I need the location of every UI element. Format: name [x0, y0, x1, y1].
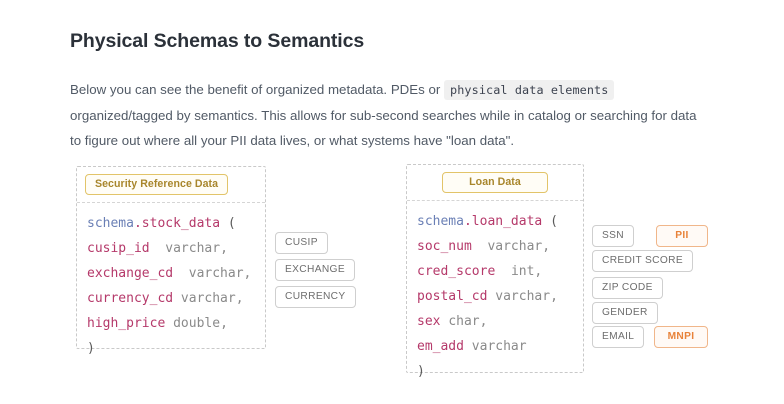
- column-gap: [495, 264, 511, 279]
- code-line-column: sex char,: [417, 309, 583, 334]
- code-line-column: cred_score int,: [417, 259, 583, 284]
- column-name: postal_cd: [417, 289, 488, 304]
- token-schema: schema: [417, 214, 464, 229]
- schema-card-security-reference-data: Security Reference Data schema.stock_dat…: [76, 166, 266, 356]
- semantic-tag-currency[interactable]: CURRENCY: [275, 286, 356, 308]
- semantic-tag-gender[interactable]: GENDER: [592, 302, 658, 324]
- column-gap: [464, 339, 472, 354]
- token-schema: schema: [87, 216, 134, 231]
- token-dot: .: [463, 214, 472, 229]
- semantic-tag-email[interactable]: EMAIL: [592, 326, 645, 348]
- intro-paragraph: Below you can see the benefit of organiz…: [70, 77, 706, 153]
- code-line-column: cusip_id varchar,: [87, 236, 265, 261]
- column-gap: [173, 291, 181, 306]
- page-title: Physical Schemas to Semantics: [70, 30, 365, 53]
- code-line-column: high_price double,: [87, 311, 265, 336]
- code-line-column: postal_cd varchar,: [417, 284, 583, 309]
- column-type: int,: [510, 264, 543, 279]
- column-gap: [150, 241, 166, 256]
- column-type: double,: [173, 316, 228, 331]
- column-type: varchar,: [495, 289, 558, 304]
- column-name: sex: [417, 314, 441, 329]
- token-open-paren: (: [542, 214, 558, 229]
- column-name: cusip_id: [87, 241, 150, 256]
- code-line-declaration: schema.stock_data (: [87, 211, 265, 236]
- column-type: varchar,: [165, 241, 228, 256]
- code-line-column: exchange_cd varchar,: [87, 261, 265, 286]
- column-name: soc_num: [417, 239, 472, 254]
- column-type: varchar,: [188, 266, 252, 281]
- column-type: varchar: [471, 339, 527, 354]
- column-type: varchar,: [487, 239, 551, 254]
- code-line-close-paren: ): [87, 341, 95, 356]
- column-name: currency_cd: [87, 291, 174, 306]
- semantic-tag-cusip[interactable]: CUSIP: [275, 232, 328, 254]
- token-dot: .: [133, 216, 142, 231]
- code-line-column: soc_num varchar,: [417, 234, 583, 259]
- column-gap: [173, 266, 189, 281]
- column-name: exchange_cd: [87, 266, 174, 281]
- schema-code-block: schema.stock_data (cusip_id varchar,exch…: [77, 203, 265, 367]
- column-name: cred_score: [417, 264, 496, 279]
- semantic-tag-ssn[interactable]: SSN: [592, 225, 634, 247]
- schema-code-block: schema.loan_data (soc_num varchar,cred_s…: [407, 201, 583, 390]
- code-line-declaration: schema.loan_data (: [417, 209, 583, 234]
- semantic-tag-mnpi[interactable]: MNPI: [654, 326, 708, 348]
- code-line-column: em_add varchar: [417, 334, 583, 359]
- column-type: varchar,: [180, 291, 244, 306]
- intro-text-part-1: Below you can see the benefit of organiz…: [70, 82, 445, 98]
- token-open-paren: (: [220, 216, 236, 231]
- column-gap: [472, 239, 488, 254]
- card-header: Security Reference Data: [77, 167, 265, 203]
- column-gap: [165, 316, 173, 331]
- schema-card-loan-data: Loan Data schema.loan_data (soc_num varc…: [406, 164, 584, 379]
- column-name: high_price: [87, 316, 166, 331]
- schema-title-badge[interactable]: Security Reference Data: [85, 174, 229, 195]
- card-header: Loan Data: [407, 165, 583, 201]
- schema-title-badge[interactable]: Loan Data: [442, 172, 548, 193]
- column-name: em_add: [417, 339, 464, 354]
- token-table-name: stock_data: [141, 216, 221, 231]
- token-table-name: loan_data: [471, 214, 543, 229]
- column-type: char,: [448, 314, 488, 329]
- intro-text-part-2: organized/tagged by semantics. This allo…: [70, 108, 697, 149]
- semantic-tag-exchange[interactable]: EXCHANGE: [275, 259, 355, 281]
- code-line-column: currency_cd varchar,: [87, 286, 265, 311]
- semantic-tag-credit-score[interactable]: CREDIT SCORE: [592, 250, 693, 272]
- code-line-close-paren: ): [417, 364, 425, 379]
- semantic-tag-zip-code[interactable]: ZIP CODE: [592, 277, 663, 299]
- semantic-tag-pii[interactable]: PII: [656, 225, 708, 247]
- inline-code-physical-data-elements: physical data elements: [444, 80, 615, 101]
